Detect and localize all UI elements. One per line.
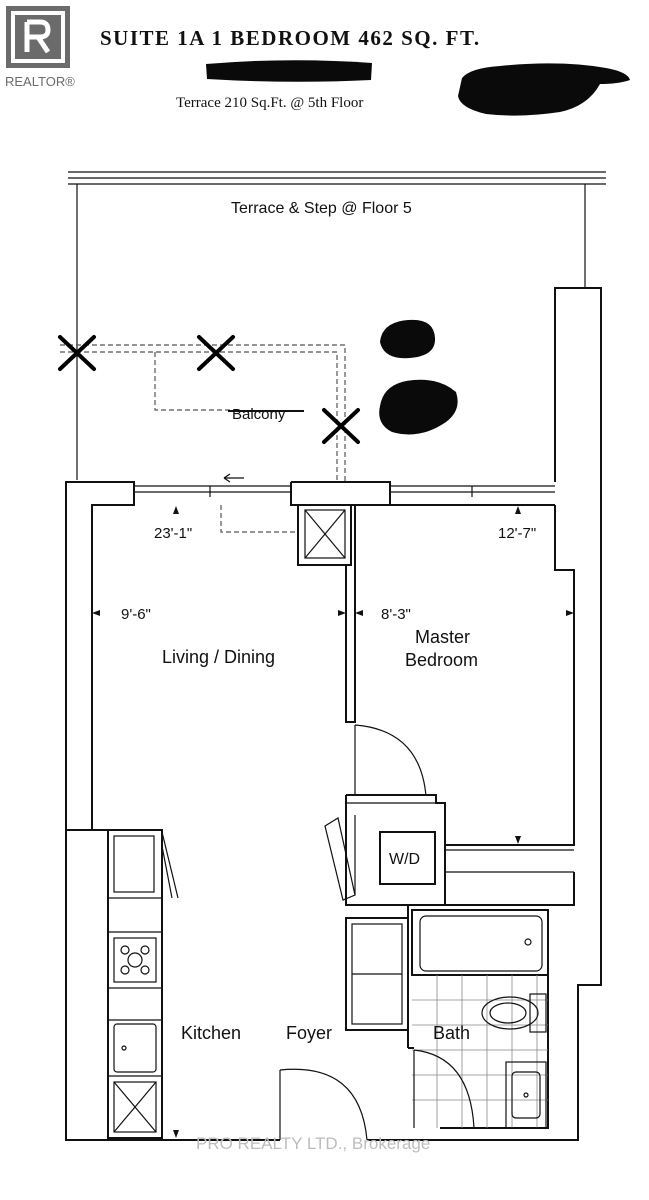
bedroom-depth-dimension: 12'-7"	[498, 525, 536, 542]
living-depth-dimension: 23'-1"	[154, 525, 192, 542]
redaction-mark	[206, 60, 372, 82]
balcony-label: Balcony	[232, 406, 286, 423]
dimension-markers	[92, 506, 574, 1138]
realtor-logo: REALTOR®	[5, 6, 75, 89]
cross-mark	[197, 335, 235, 371]
washer-dryer-label: W/D	[389, 851, 420, 868]
living-width-dimension: 9'-6"	[121, 606, 151, 623]
bath-door	[413, 1049, 475, 1129]
exterior-walls	[65, 287, 602, 1141]
bedroom-walls	[345, 504, 575, 846]
terrace-label: Terrace & Step @ Floor 5	[231, 200, 412, 217]
bath-floor-tiles	[412, 975, 548, 1128]
closet-walls	[345, 794, 575, 906]
refrigerator	[113, 831, 179, 899]
closet-door	[324, 817, 356, 901]
hall-closet	[345, 917, 409, 1031]
bedroom-width-dimension: 8'-3"	[381, 606, 411, 623]
bedroom-door	[354, 724, 427, 797]
foyer-label: Foyer	[286, 1023, 332, 1043]
entry-door	[279, 1068, 368, 1141]
terrace-area	[68, 171, 606, 480]
redaction-mark	[458, 63, 630, 116]
bath-label: Bath	[433, 1023, 470, 1043]
living-dining-label: Living / Dining	[162, 647, 275, 667]
dishwasher	[113, 1081, 157, 1133]
kitchen-label: Kitchen	[181, 1023, 241, 1043]
bath-walls	[407, 905, 549, 1129]
kitchen-sink	[113, 1023, 157, 1073]
window	[390, 485, 555, 497]
kitchen-counter	[107, 829, 163, 1139]
brokerage-watermark: PRO REALTY LTD., Brokerage	[196, 1134, 430, 1153]
realtor-brand: REALTOR®	[5, 74, 75, 89]
washer-dryer	[379, 831, 436, 885]
redaction-mark	[380, 319, 436, 359]
plan-title: SUITE 1A 1 BEDROOM 462 SQ. FT.	[100, 26, 481, 50]
balcony-outline	[60, 344, 346, 533]
terrace-area-subtitle: Terrace 210 Sq.Ft. @ 5th Floor	[176, 95, 363, 111]
cross-mark	[322, 408, 360, 444]
master-bedroom-label-line1: Master	[415, 627, 470, 647]
redaction-mark	[379, 379, 458, 435]
master-bedroom-label-line2: Bedroom	[405, 650, 478, 670]
bathroom-sink	[505, 1061, 547, 1129]
duct-shaft	[297, 504, 352, 566]
cross-mark	[58, 335, 96, 371]
cooktop	[113, 937, 157, 983]
toilet	[481, 993, 547, 1033]
sliding-door	[134, 473, 291, 497]
